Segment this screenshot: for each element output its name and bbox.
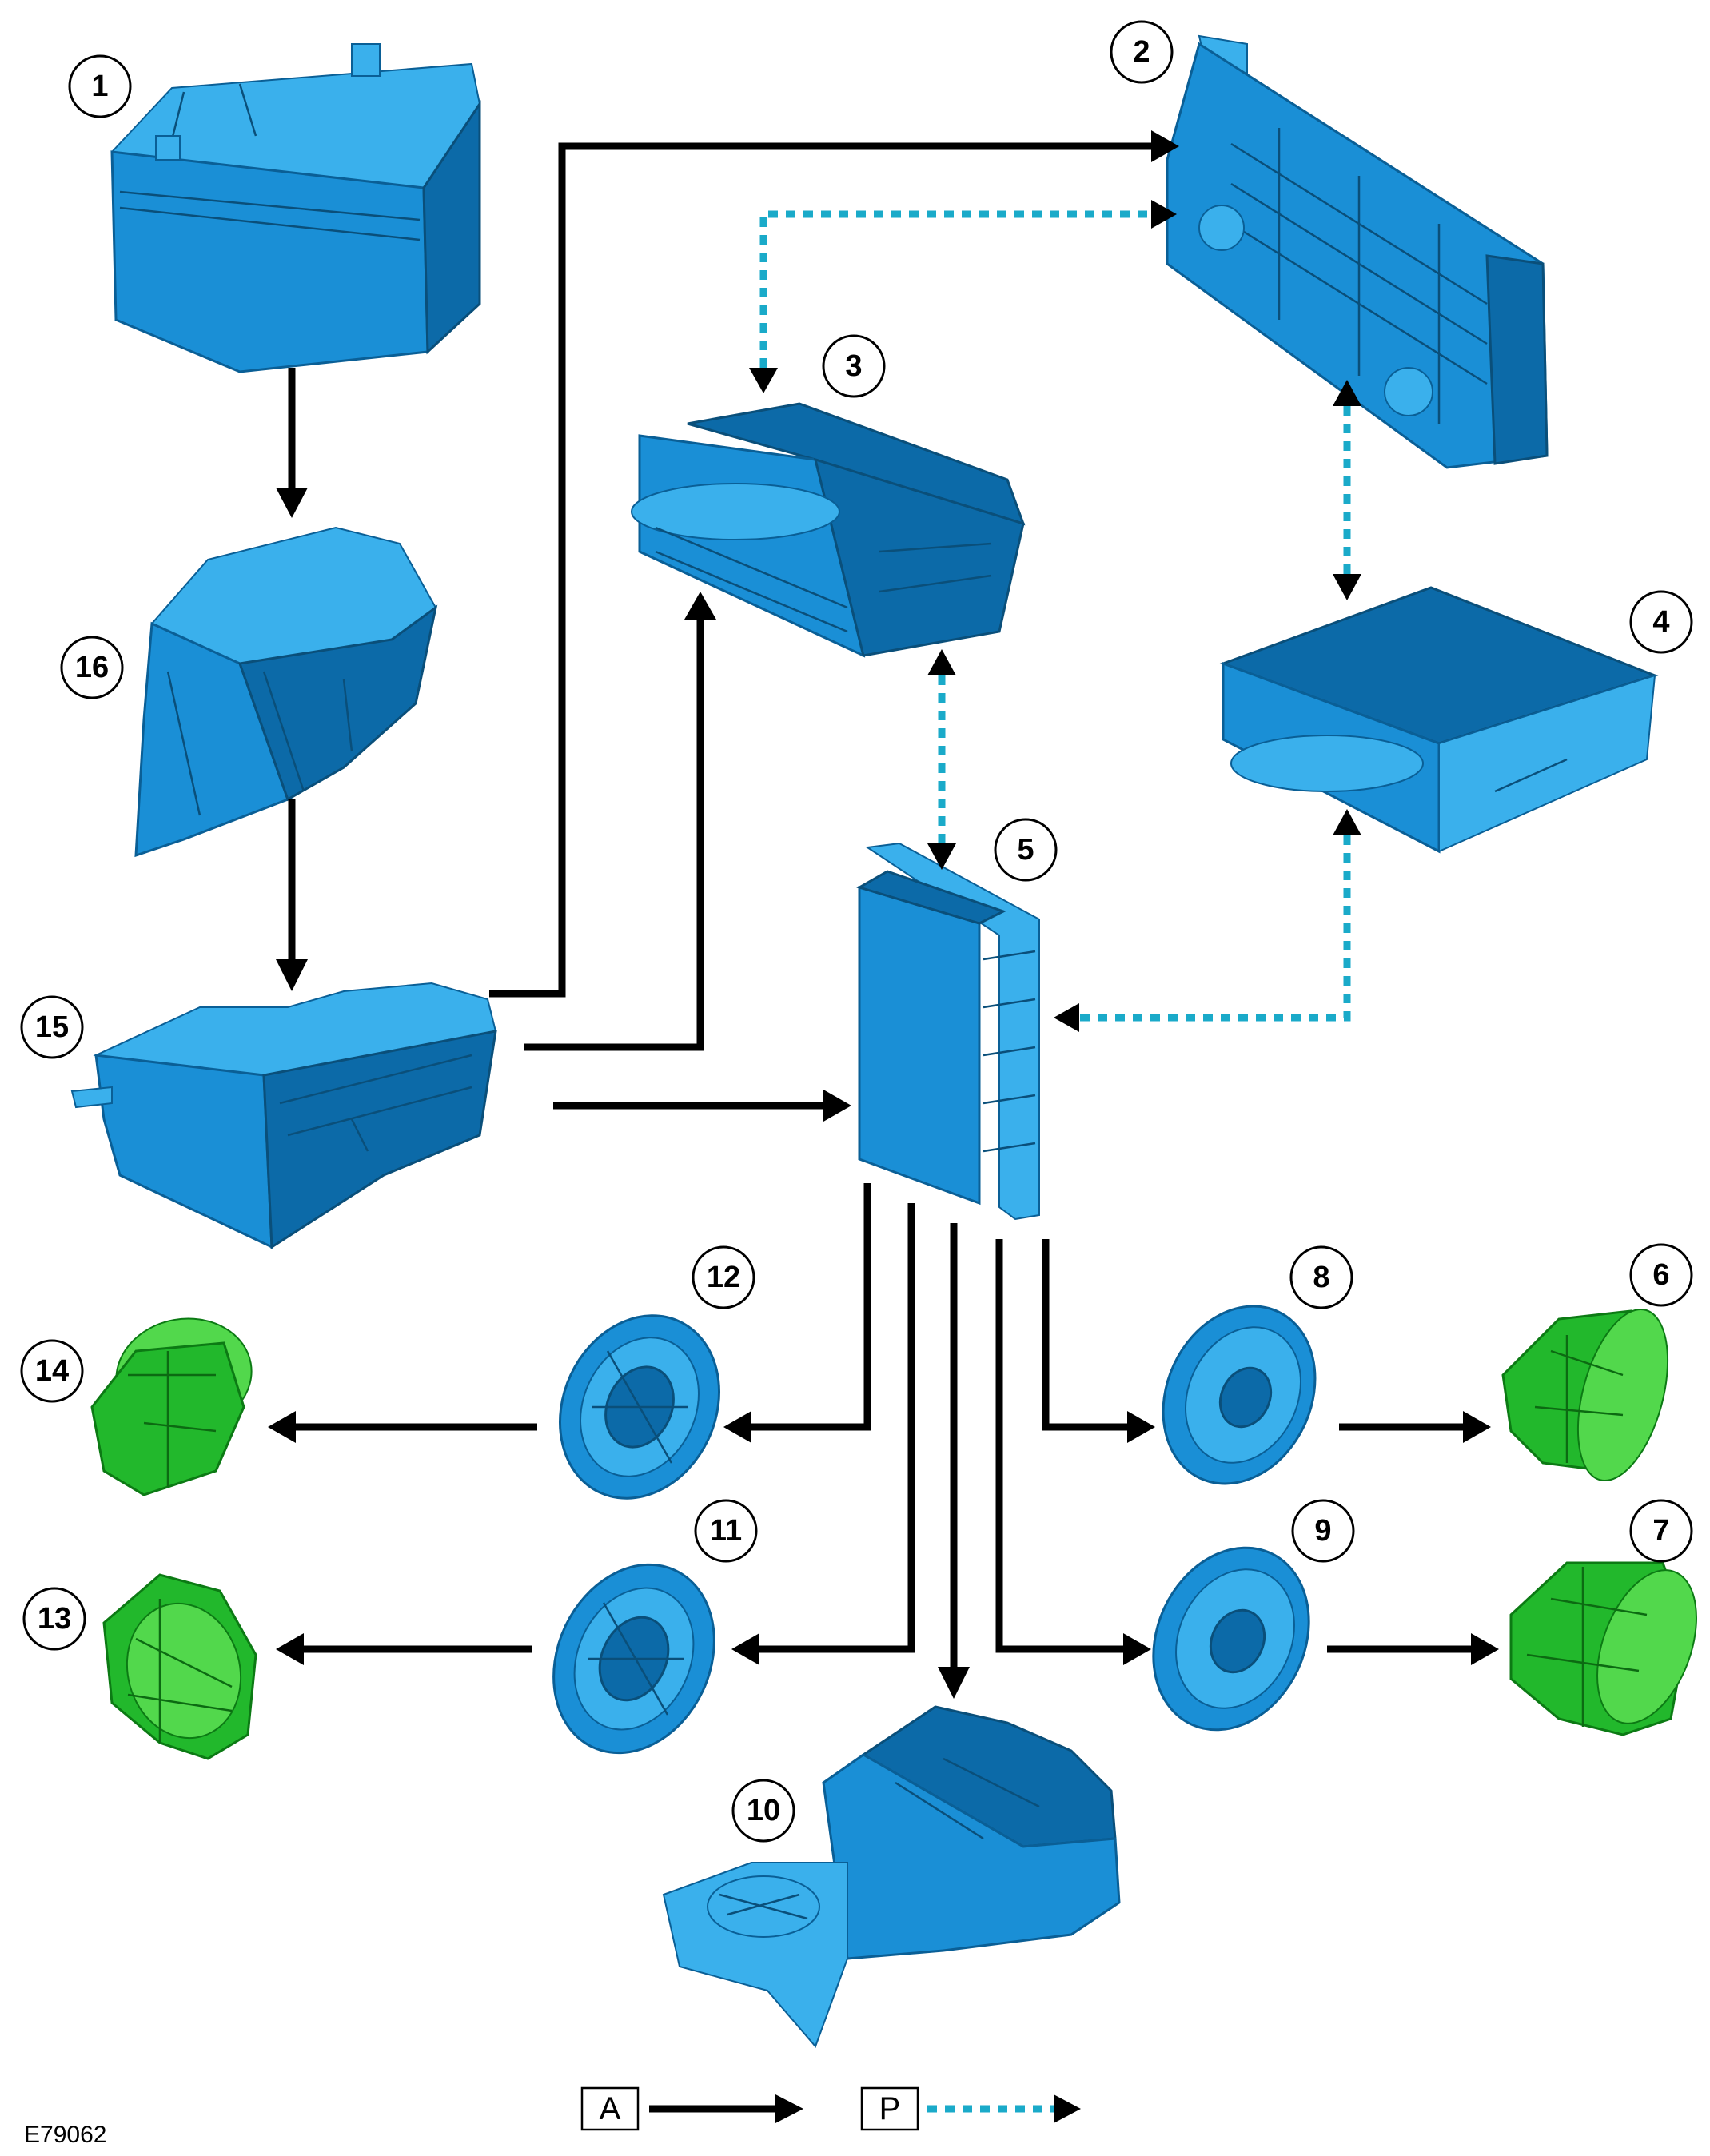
speaker-12: [559, 1314, 720, 1500]
callout-14: 14: [20, 1339, 84, 1403]
callout-7: 7: [1629, 1499, 1693, 1563]
arrow-head: [927, 649, 956, 675]
wire-p-connections: [749, 200, 1361, 1032]
arrow-head: [276, 959, 308, 991]
arrow-head: [1151, 200, 1177, 229]
tweeter-14: [90, 1317, 253, 1496]
callout-5: 5: [994, 818, 1058, 882]
arrow-head: [1463, 1411, 1491, 1443]
svg-text:12: 12: [707, 1261, 740, 1294]
svg-text:14: 14: [35, 1354, 69, 1388]
tweeter-13: [102, 1573, 257, 1760]
arrow-head: [1123, 1633, 1151, 1665]
svg-text:7: 7: [1652, 1514, 1669, 1548]
svg-text:3: 3: [845, 349, 862, 383]
arrow-head: [749, 368, 778, 393]
arrow-head: [723, 1411, 751, 1443]
svg-text:16: 16: [75, 651, 109, 684]
speaker-11: [552, 1563, 715, 1755]
radio-cd-unit: [631, 402, 1026, 658]
callout-12: 12: [692, 1245, 755, 1309]
callout-3: 3: [822, 334, 886, 398]
callout-9: 9: [1291, 1499, 1355, 1563]
arrow-head: [684, 592, 716, 620]
arrow-head: [1127, 1411, 1155, 1443]
svg-text:11: 11: [710, 1514, 742, 1548]
svg-text:1: 1: [91, 70, 108, 103]
callout-1: 1: [68, 54, 132, 118]
callout-15: 15: [20, 995, 84, 1059]
arrow-head: [1471, 1633, 1499, 1665]
svg-text:2: 2: [1133, 35, 1150, 69]
svg-text:10: 10: [747, 1794, 780, 1827]
speaker-9: [1152, 1546, 1310, 1732]
svg-text:5: 5: [1017, 833, 1034, 867]
svg-text:6: 6: [1652, 1258, 1669, 1292]
arrow-head: [1333, 574, 1361, 600]
tweeter-7: [1509, 1561, 1697, 1736]
battery: [110, 43, 481, 373]
wire-a-connections: [268, 130, 1499, 1699]
callout-16: 16: [60, 636, 124, 699]
callout-8: 8: [1289, 1245, 1353, 1309]
legend-item-p: P: [860, 2086, 1081, 2131]
arrow-head: [1151, 130, 1179, 162]
arrow-head: [938, 1667, 970, 1699]
svg-text:15: 15: [35, 1010, 69, 1044]
arrow-head: [268, 1411, 296, 1443]
arrow-head: [1333, 809, 1361, 835]
svg-text:13: 13: [38, 1602, 71, 1636]
arrow-head: [1333, 380, 1361, 406]
arrow-head: [276, 1633, 304, 1665]
integrated-control-panel: [1166, 34, 1549, 469]
legend-label-a: A: [600, 2091, 621, 2126]
audio-amplifier: [856, 842, 1040, 1221]
subwoofer: [662, 1705, 1121, 2048]
svg-text:4: 4: [1652, 605, 1669, 639]
legend-item-a: A: [580, 2086, 803, 2131]
svg-text:8: 8: [1313, 1261, 1329, 1294]
arrow-head: [823, 1090, 851, 1122]
arrow-head: [276, 488, 308, 518]
svg-text:9: 9: [1314, 1514, 1331, 1548]
callout-6: 6: [1629, 1243, 1693, 1307]
arrow-head: [731, 1633, 759, 1665]
callout-11: 11: [694, 1499, 758, 1563]
amplifier-cover: [134, 526, 438, 858]
legend: A P: [580, 2086, 1081, 2131]
legend-label-p: P: [879, 2091, 901, 2126]
speaker-8: [1162, 1305, 1317, 1485]
arrow-head: [927, 843, 956, 870]
reference-code: E79062: [24, 2122, 106, 2148]
arrow-head: [1054, 1003, 1079, 1032]
callout-4: 4: [1629, 590, 1693, 654]
callout-13: 13: [22, 1587, 86, 1651]
callout-10: 10: [731, 1779, 795, 1843]
tweeter-6: [1501, 1308, 1669, 1482]
audio-control-module: [70, 982, 497, 1249]
cd-changer: [1219, 586, 1659, 854]
callout-2: 2: [1110, 20, 1174, 84]
